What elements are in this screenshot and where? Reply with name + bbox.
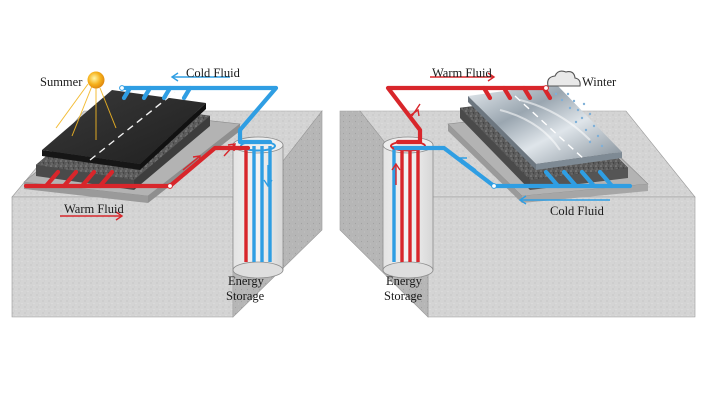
winter-cold-fluid-label: Cold Fluid — [550, 204, 605, 218]
summer-panel: Summer Cold Fluid Warm Fluid Energy Stor… — [11, 66, 323, 318]
winter-warm-fluid-label: Warm Fluid — [432, 66, 493, 80]
summer-warm-pipe — [23, 145, 251, 189]
snow-cloud-icon — [547, 70, 604, 148]
summer-storage-label-line2: Storage — [226, 289, 265, 303]
winter-cold-pipe — [393, 145, 633, 189]
summer-season-label: Summer — [40, 75, 83, 89]
sun-icon — [55, 71, 117, 140]
summer-storage-shaft — [232, 144, 284, 271]
winter-storage-label-line1: Energy — [386, 274, 423, 288]
winter-season-label: Winter — [582, 75, 617, 89]
summer-flow-arrows — [60, 72, 273, 221]
winter-storage-label-line2: Storage — [384, 289, 423, 303]
summer-cold-pipe — [119, 85, 279, 145]
winter-flow-arrows — [391, 72, 610, 205]
summer-storage-label-line1: Energy — [228, 274, 265, 288]
summer-warm-fluid-label: Warm Fluid — [64, 202, 125, 216]
winter-storage-shaft — [382, 144, 434, 271]
summer-asphalt-surface — [42, 90, 206, 164]
winter-warm-pipe — [385, 85, 553, 145]
summer-cold-fluid-label: Cold Fluid — [186, 66, 241, 80]
winter-panel: Warm Fluid Winter Cold Fluid Energy Stor… — [339, 66, 696, 318]
